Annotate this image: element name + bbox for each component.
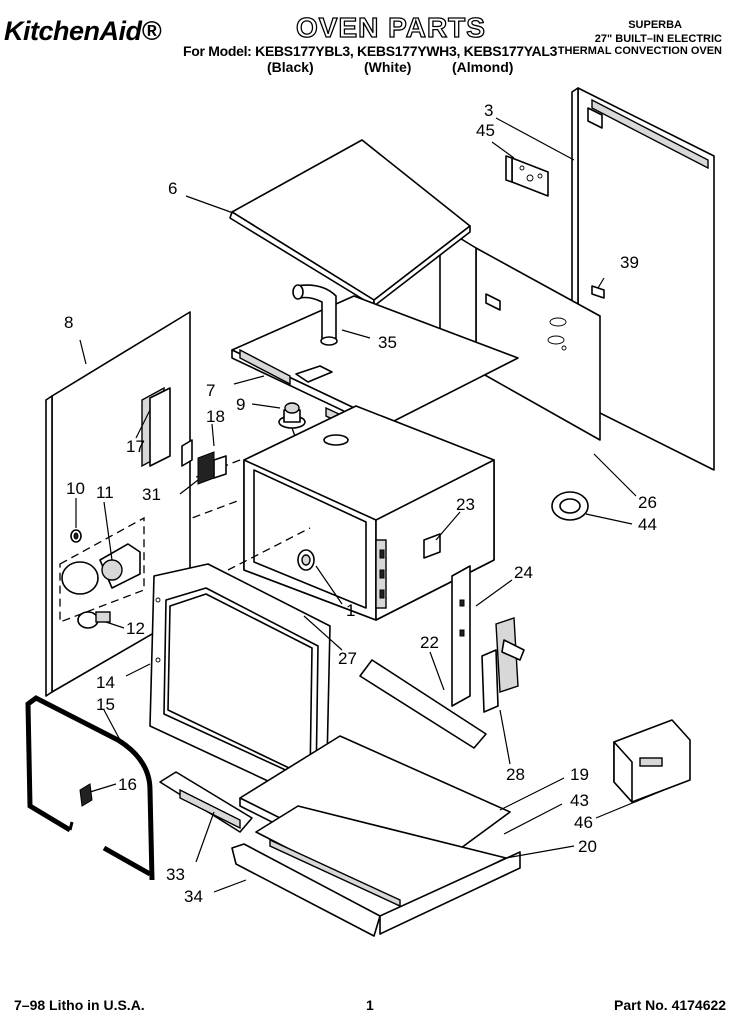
callout-23: 23 — [456, 495, 475, 514]
part-46-rear-bracket — [613, 719, 691, 803]
callout-24: 24 — [514, 563, 533, 582]
callout-31: 31 — [142, 485, 161, 504]
variant-white: (White) — [364, 59, 412, 75]
part-31-thermostat — [197, 451, 215, 485]
callout-27: 27 — [338, 649, 357, 668]
series-name: SUPERBA — [628, 19, 682, 31]
callout-numbers: 1 3 6 7 8 9 10 11 12 14 15 16 17 18 19 2… — [64, 101, 657, 906]
callout-15: 15 — [96, 695, 115, 714]
part-44-grommet-ring — [551, 491, 589, 521]
callout-45: 45 — [476, 121, 495, 140]
part-6-top-panel — [229, 139, 471, 307]
callout-28: 28 — [506, 765, 525, 784]
callout-6: 6 — [168, 179, 177, 198]
callout-8: 8 — [64, 313, 73, 332]
variant-almond: (Almond) — [452, 59, 514, 75]
callout-46: 46 — [574, 813, 593, 832]
part-18-switch — [213, 455, 227, 479]
callout-14: 14 — [96, 673, 115, 692]
callout-34: 34 — [184, 887, 203, 906]
part-34-toe-grille — [231, 843, 521, 937]
callout-3: 3 — [484, 101, 493, 120]
product-description: THERMAL CONVECTION OVEN — [557, 45, 722, 57]
part-45-bracket — [505, 155, 549, 197]
part-17-terminal-block — [149, 387, 171, 467]
callout-26: 26 — [638, 493, 657, 512]
part-15-door-gasket — [25, 695, 155, 881]
product-type: 27" BUILT–IN ELECTRIC — [594, 33, 722, 45]
part-9-switch — [278, 402, 306, 451]
callout-22: 22 — [420, 633, 439, 652]
callout-9: 9 — [236, 395, 245, 414]
callout-17: 17 — [126, 437, 145, 456]
callout-33: 33 — [166, 865, 185, 884]
callout-44: 44 — [638, 515, 657, 534]
part-24-hinge-receiver — [451, 565, 471, 707]
callout-20: 20 — [578, 837, 597, 856]
brand-logo: KitchenAid® — [4, 16, 161, 46]
callout-1: 1 — [346, 601, 355, 620]
callout-11: 11 — [96, 483, 114, 502]
part-39-clip — [591, 285, 605, 299]
part-14-front-frame — [149, 563, 331, 809]
callout-39: 39 — [620, 253, 639, 272]
callout-18: 18 — [206, 407, 225, 426]
part-1-light-lens — [297, 549, 315, 571]
callout-10: 10 — [66, 479, 85, 498]
callout-leaders — [75, 117, 665, 893]
variant-black: (Black) — [267, 59, 314, 75]
part-28-door-hinge — [481, 617, 525, 713]
page-title: OVEN PARTS — [295, 12, 486, 43]
part-22-rail — [359, 659, 487, 749]
part-12-light-bulb — [77, 611, 111, 629]
model-numbers: For Model: KEBS177YBL3, KEBS177YWH3, KEB… — [183, 43, 558, 59]
print-info: 7–98 Litho in U.S.A. — [14, 997, 145, 1013]
callout-35: 35 — [378, 333, 397, 352]
part-35-vent-tube — [292, 284, 338, 346]
part-33-vent-trim — [159, 771, 253, 833]
part-10-grommet — [70, 529, 82, 543]
part-number: Part No. 4174622 — [614, 997, 727, 1013]
part-11-light-socket — [59, 516, 145, 623]
page-number: 1 — [366, 997, 374, 1013]
callout-19: 19 — [570, 765, 589, 784]
part-16-clip — [79, 783, 93, 807]
callout-16: 16 — [118, 775, 137, 794]
callout-43: 43 — [570, 791, 589, 810]
part-43-bottom-cover — [255, 805, 507, 909]
callout-7: 7 — [206, 381, 215, 400]
callout-12: 12 — [126, 619, 145, 638]
